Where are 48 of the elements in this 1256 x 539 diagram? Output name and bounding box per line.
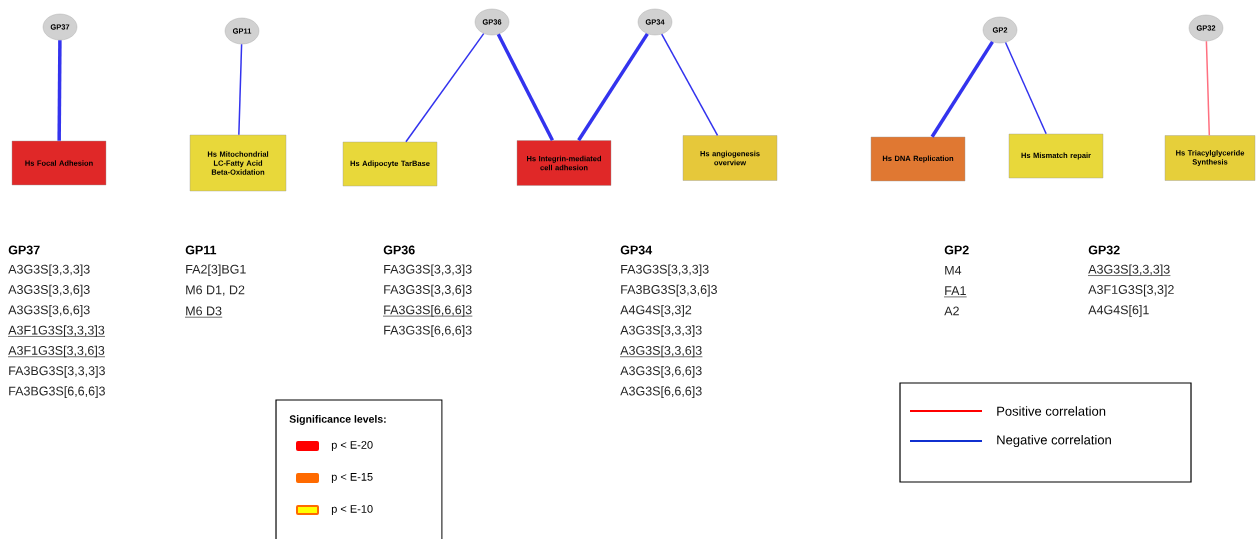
column-heading: GP34: [620, 245, 653, 255]
glycan-label: A3G3S[6,6,6]3: [620, 386, 702, 398]
connector-line: [57, 40, 62, 141]
glycan-label: FA3BG3S[3,3,6]3: [621, 284, 717, 297]
glycan-label: FA3G3S[3,3,3]3: [384, 264, 472, 277]
column-heading: GP11: [185, 245, 217, 255]
column-heading: GP32: [1088, 245, 1120, 255]
legend-text: p < E-20: [331, 441, 373, 451]
glycan-label: A3G3S[3,6,6]3: [620, 365, 702, 378]
connector-line: [930, 40, 994, 138]
legend-text: Negative correlation: [997, 434, 1111, 448]
column-heading: GP36: [383, 245, 415, 255]
glycan-label: A4G4S[6]1: [1088, 305, 1149, 317]
glycan-label: A3G3S[3,3,3]3: [8, 264, 90, 277]
glycan-label: FA2[3]BG1: [186, 264, 246, 277]
glycan-label: M6 D1, D2: [186, 285, 245, 296]
glycan-label: FA3BG3S[6,6,6]3: [9, 386, 105, 398]
glycan-label: A4G4S[3,3]2: [620, 305, 692, 317]
glycan-label: M6 D3: [184, 306, 223, 318]
column-heading: GP37: [8, 245, 40, 255]
connector-line: [577, 32, 649, 142]
connector-line: [496, 33, 554, 142]
glycan-label: FA3G3S[6,6,6]3: [382, 305, 473, 317]
glycan-label: FA1: [943, 286, 968, 298]
glycan-label: M4: [945, 266, 962, 275]
glycan-label: A3G3S[3,3,6]3: [8, 284, 90, 297]
connector-line: [660, 33, 719, 137]
glycan-label: FA3G3S[6,6,6]3: [384, 325, 472, 338]
column-heading: GP2: [944, 245, 969, 255]
connector-line: [405, 32, 485, 143]
glycan-label: A3G3S[3,3,6]3: [619, 345, 703, 358]
glycan-label: A2: [944, 306, 959, 316]
legend-text: p < E-15: [331, 473, 373, 483]
glycan-label: A3F1G3S[3,3,3]3: [7, 325, 106, 338]
glycan-label: A3F1G3S[3,3,6]3: [7, 345, 106, 358]
glycan-label: FA3G3S[3,3,3]3: [621, 264, 709, 277]
legend-title: Significance levels:: [289, 415, 386, 425]
connector-line: [1205, 40, 1211, 137]
glycan-label: A3G3S[3,3,3]3: [1087, 264, 1171, 277]
legend-text: Positive correlation: [997, 406, 1106, 416]
glycan-label: A3G3S[3,6,6]3: [8, 305, 90, 317]
glycan-label: A3G3S[3,3,3]3: [620, 325, 702, 338]
glycan-label: A3F1G3S[3,3]2: [1088, 284, 1174, 297]
glycan-label: FA3G3S[3,3,6]3: [384, 284, 472, 297]
connector-line: [238, 43, 243, 136]
legend-text: p < E-10: [331, 505, 373, 515]
connector-line: [1004, 41, 1047, 135]
glycan-label: FA3BG3S[3,3,3]3: [9, 365, 105, 378]
